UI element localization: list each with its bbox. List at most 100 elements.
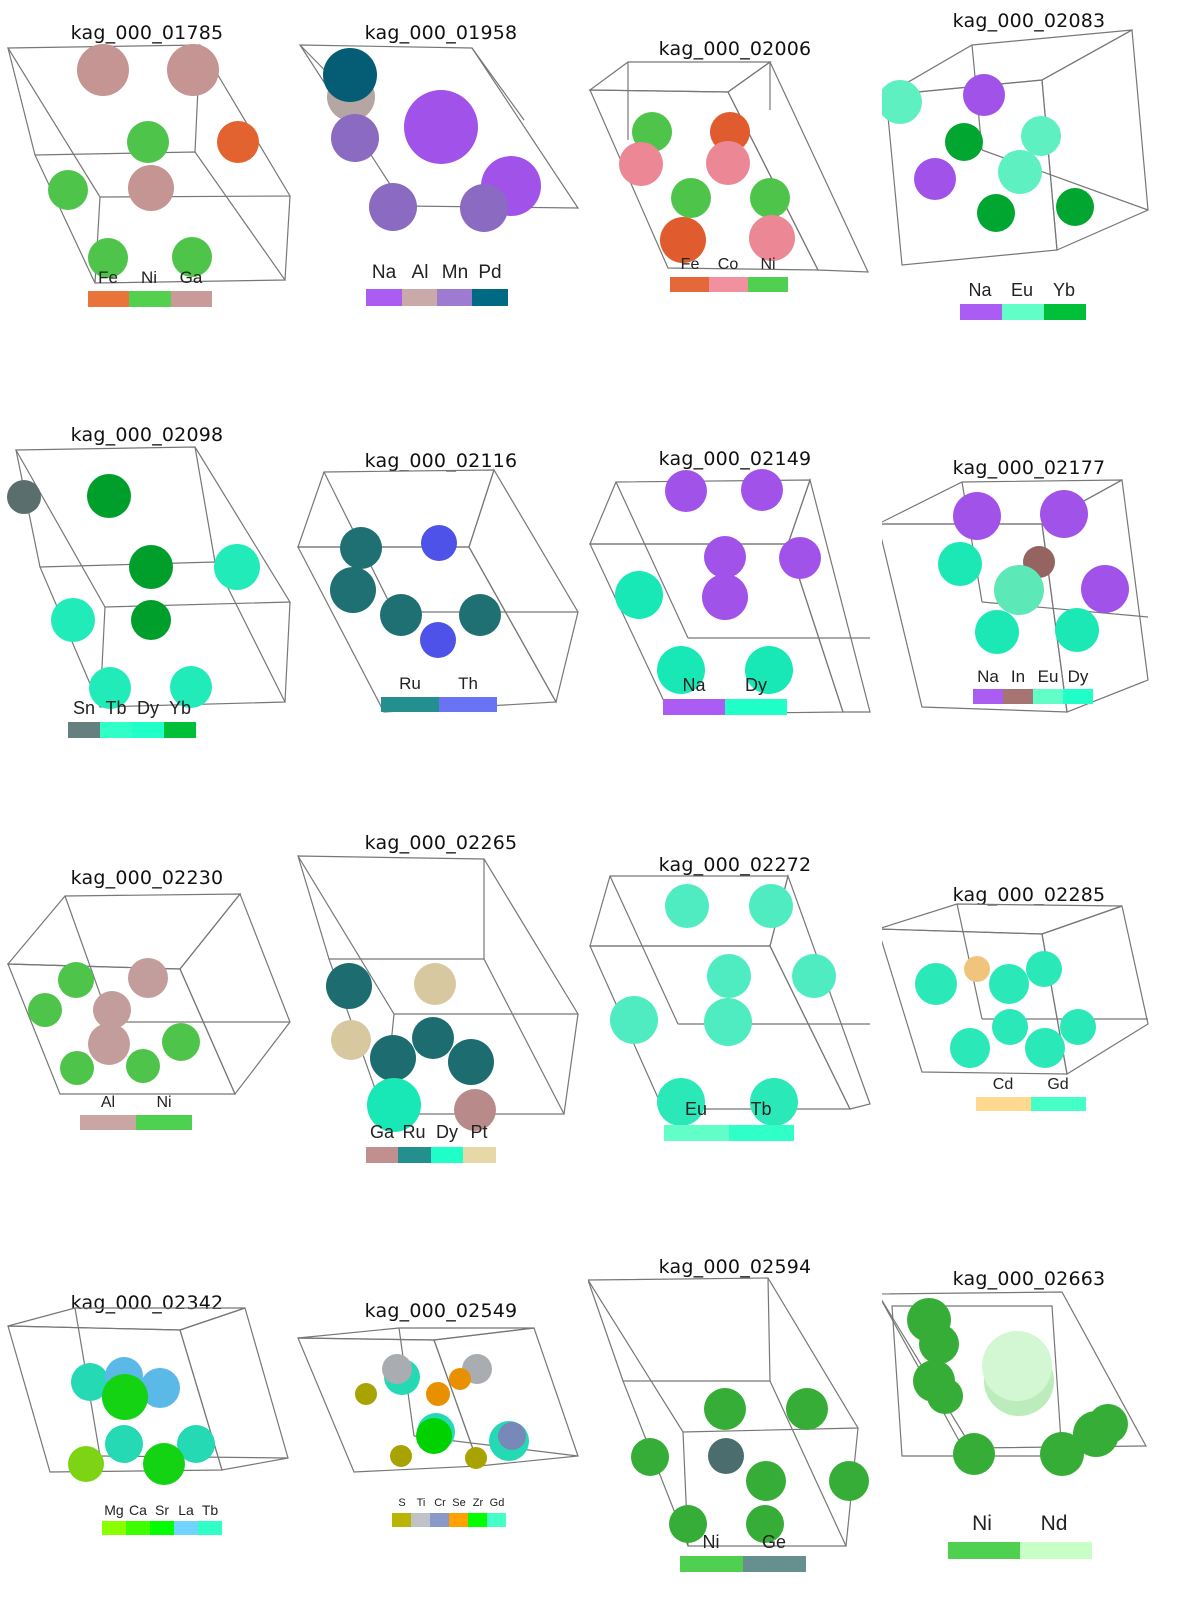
structure-panel: kag_000_02663 Ni Nd xyxy=(882,1206,1176,1606)
element-label: Zr xyxy=(472,1497,484,1509)
crystal-structure-render xyxy=(297,1327,579,1473)
element-label: In xyxy=(1010,667,1026,686)
element-label: Yb xyxy=(1052,280,1076,300)
element-label: Ni xyxy=(140,268,158,287)
color-bar xyxy=(381,697,497,712)
structure-panel: kag_000_02342 Mg Ca Sr La Tb xyxy=(0,1206,294,1606)
element-label: Pd xyxy=(478,262,502,283)
structure-id: kag_000_02230 xyxy=(70,867,224,889)
crystal-structure-render xyxy=(296,855,580,1132)
element-label: Ge xyxy=(761,1532,787,1552)
element-label: Cd xyxy=(992,1076,1014,1093)
color-bar xyxy=(680,1556,806,1572)
structure-panel: kag_000_02098 Sn Tb Dy Yb xyxy=(0,402,294,802)
structure-id: kag_000_02177 xyxy=(952,457,1106,479)
element-label: Dy xyxy=(745,675,767,695)
element-label: Th xyxy=(458,674,478,693)
structure-id: kag_000_02006 xyxy=(658,38,812,60)
structure-panel: kag_000_02230 Al Ni xyxy=(0,804,294,1204)
element-label: Gd xyxy=(1047,1076,1069,1093)
element-label: Ni xyxy=(156,1094,172,1111)
element-label: Mn xyxy=(441,262,469,283)
element-label: Ga xyxy=(369,1122,395,1142)
element-label: S xyxy=(398,1497,406,1509)
crystal-structure-render xyxy=(589,469,871,715)
element-label: Na xyxy=(682,675,706,695)
color-bar xyxy=(976,1097,1086,1111)
structure-panel: kag_000_02285 Cd Gd xyxy=(882,804,1176,1204)
element-label: Dy xyxy=(137,698,159,718)
element-label: Cr xyxy=(434,1497,446,1509)
crystal-structure-render xyxy=(7,1307,289,1485)
element-label: La xyxy=(178,1502,194,1518)
crystal-structure-render xyxy=(882,29,1149,266)
structure-id: kag_000_02083 xyxy=(952,10,1106,32)
element-label: Ti xyxy=(416,1497,426,1509)
color-bar xyxy=(366,1147,496,1163)
structure-panel: kag_000_02149 Na Dy xyxy=(588,402,882,802)
structure-id: kag_000_01785 xyxy=(70,22,224,44)
structure-panel: kag_000_02177 Na In Eu Dy xyxy=(882,402,1176,802)
color-bar xyxy=(973,689,1093,704)
element-label: Pt xyxy=(470,1122,488,1142)
element-label: Na xyxy=(977,667,999,686)
crystal-structure-render xyxy=(589,873,871,1126)
color-bar xyxy=(88,291,212,307)
element-label: Ni xyxy=(760,256,776,273)
color-bar xyxy=(663,699,787,715)
structure-id: kag_000_02594 xyxy=(658,1256,812,1278)
element-label: Ni xyxy=(972,1512,992,1535)
color-bar xyxy=(102,1521,222,1535)
structure-panel: kag_000_01958 Na Al Mn Pd xyxy=(294,0,588,400)
structure-id: kag_000_01958 xyxy=(364,22,518,44)
crystal-structure-render xyxy=(298,44,580,232)
structure-panel: kag_000_01785 Fe Ni Ga xyxy=(0,0,294,400)
color-bar xyxy=(960,304,1086,320)
element-label: Eu xyxy=(1010,280,1034,300)
crystal-structure-render xyxy=(882,479,1149,713)
crystal-structure-render xyxy=(882,903,1149,1075)
element-label: Tb xyxy=(750,1099,772,1119)
crystal-structure-render xyxy=(6,44,292,284)
element-label: Al xyxy=(411,262,429,283)
crystal-structure-render xyxy=(6,892,291,1096)
element-label: Se xyxy=(452,1497,466,1509)
element-label: Tb xyxy=(201,1502,219,1518)
structure-id: kag_000_02149 xyxy=(658,448,812,470)
color-bar xyxy=(948,1542,1092,1559)
element-label: Fe xyxy=(98,268,118,287)
structure-panel: kag_000_02549 S Ti Cr Se Zr Gd xyxy=(294,1206,588,1606)
structure-panel: kag_000_02006 Fe Co Ni xyxy=(588,0,882,400)
element-label: Sr xyxy=(155,1502,169,1518)
structure-panel: kag_000_02083 Na Eu Yb xyxy=(882,0,1176,400)
element-label: Dy xyxy=(1067,667,1089,686)
element-label: Sn xyxy=(72,698,96,718)
structure-id: kag_000_02272 xyxy=(658,854,812,876)
element-label: Dy xyxy=(436,1122,458,1142)
crystal-structure-render xyxy=(297,468,579,713)
structure-id: kag_000_02116 xyxy=(364,450,518,472)
structure-panel: kag_000_02594 Ni Ge xyxy=(588,1206,882,1606)
element-label: Al xyxy=(100,1094,116,1111)
element-label: Fe xyxy=(680,256,700,273)
color-bar xyxy=(392,1513,506,1527)
structure-id: kag_000_02663 xyxy=(952,1268,1106,1290)
element-label: Ru xyxy=(399,674,421,693)
element-label: Yb xyxy=(168,698,192,718)
crystal-structure-render xyxy=(588,61,869,273)
color-bar xyxy=(80,1115,192,1130)
structure-id: kag_000_02098 xyxy=(70,424,224,446)
structure-id: kag_000_02285 xyxy=(952,884,1106,906)
structure-id: kag_000_02265 xyxy=(364,832,518,854)
crystal-structure-render xyxy=(882,1291,1148,1476)
element-label: Ca xyxy=(129,1502,147,1518)
element-label: Mg xyxy=(104,1502,124,1518)
crystal-structure-render xyxy=(7,446,292,709)
element-label: Ga xyxy=(179,268,203,287)
element-label: Na xyxy=(371,262,397,283)
color-bar xyxy=(670,277,788,292)
color-bar xyxy=(366,289,508,306)
structure-panel: kag_000_02272 Eu Tb xyxy=(588,804,882,1204)
element-label: Ni xyxy=(702,1532,720,1552)
color-bar xyxy=(68,722,196,738)
